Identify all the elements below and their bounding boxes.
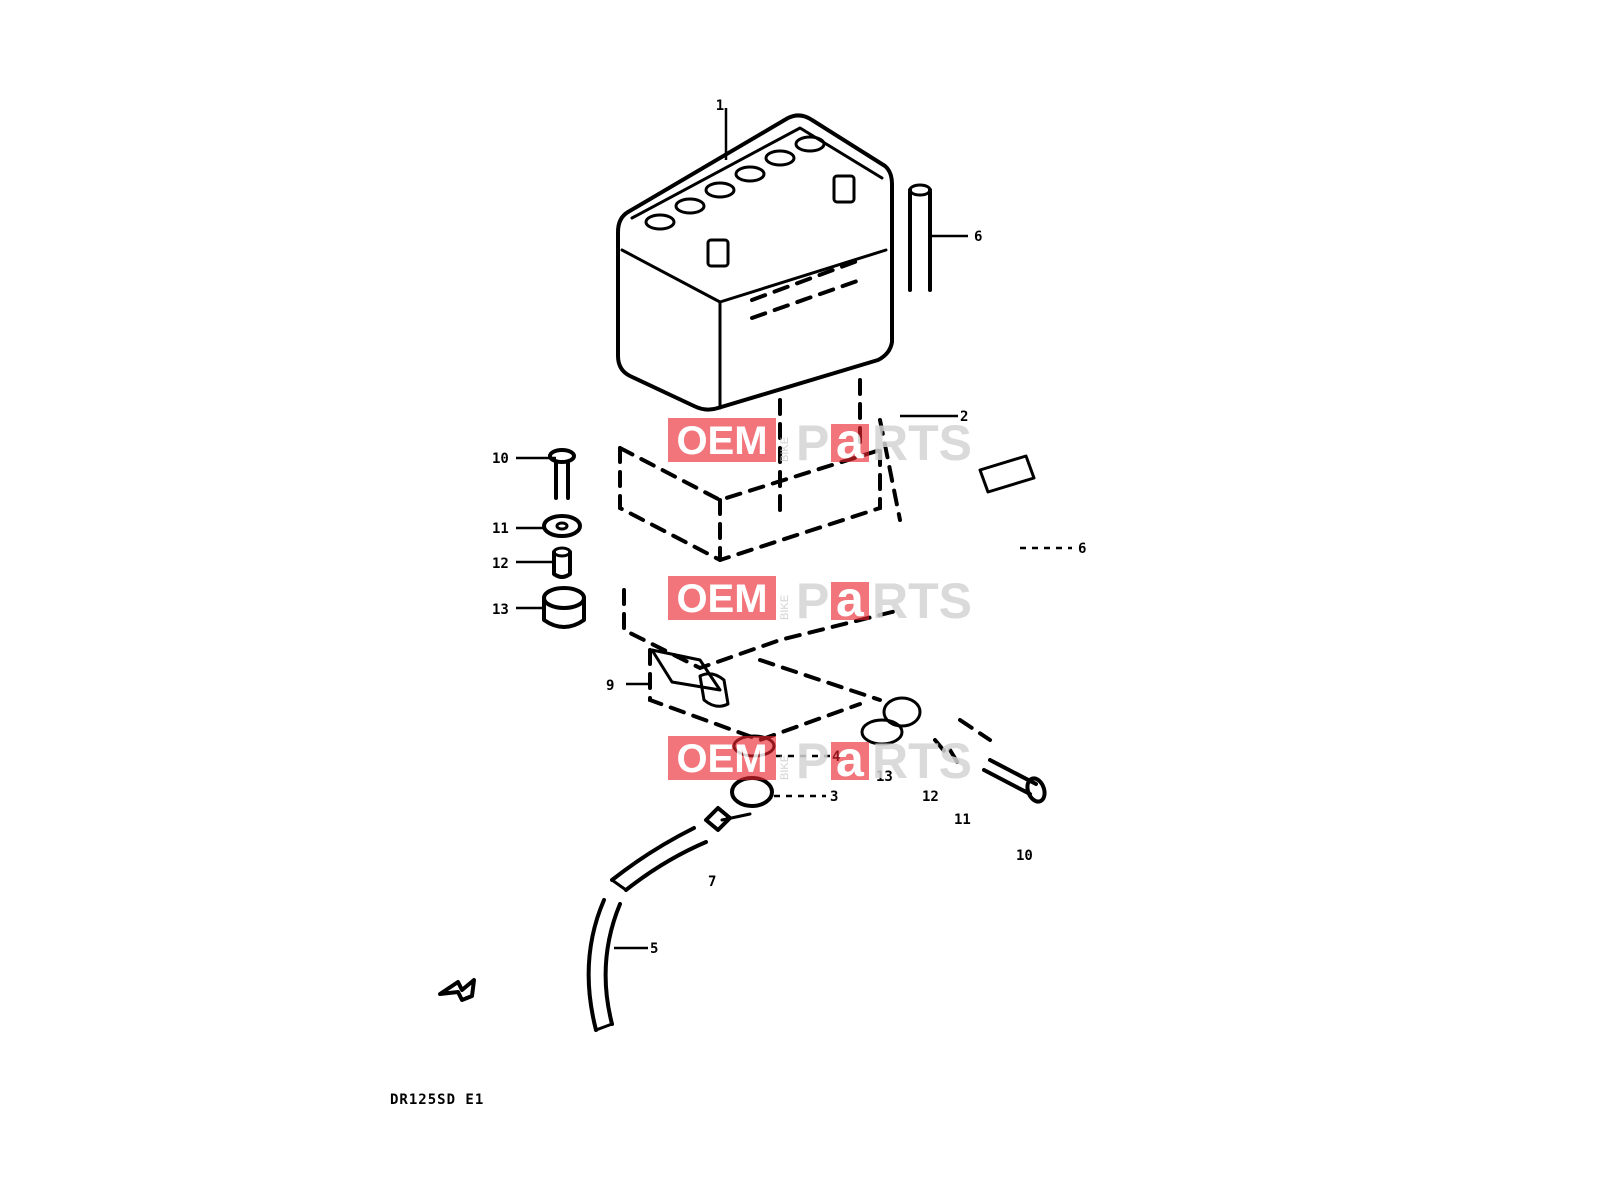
model-code: DR125SD E1 bbox=[390, 1092, 484, 1108]
callout-battery: 1 bbox=[716, 98, 724, 114]
watermark-bike: BIKE bbox=[779, 437, 791, 462]
watermark-oem: OEM bbox=[676, 737, 767, 781]
bracket bbox=[622, 588, 992, 743]
watermark-row: OEM BIKE P a RTS bbox=[668, 413, 972, 471]
watermark-parts-p: P bbox=[796, 733, 829, 789]
case-clip bbox=[978, 454, 1036, 494]
watermark-parts-p: P bbox=[796, 415, 829, 471]
callout-grommet: 3 bbox=[830, 789, 838, 805]
callout-bracket: 9 bbox=[606, 678, 614, 694]
callout-washer-right: 11 bbox=[954, 812, 971, 828]
callout-battery-case: 2 bbox=[960, 409, 968, 425]
battery bbox=[616, 113, 894, 412]
callout-cushion-right: 13 bbox=[876, 769, 893, 785]
watermark-parts-a: a bbox=[836, 413, 865, 469]
callout-bolt-right: 10 bbox=[1016, 848, 1033, 864]
callout-bolt-left: 10 bbox=[492, 451, 509, 467]
breather-hose bbox=[586, 826, 708, 1032]
watermark-parts-a: a bbox=[836, 571, 865, 627]
front-arrow-icon bbox=[438, 978, 476, 1002]
watermark-oem: OEM bbox=[676, 419, 767, 463]
callout-hose-joint: 7 bbox=[708, 874, 716, 890]
watermark-oem: OEM bbox=[676, 577, 767, 621]
callout-vent-pipe-top: 6 bbox=[974, 229, 982, 245]
watermark-parts-a: a bbox=[836, 731, 865, 787]
callout-breather-hose: 5 bbox=[650, 941, 658, 957]
watermark-bike: BIKE bbox=[779, 755, 791, 780]
leader-lines bbox=[516, 108, 1072, 950]
bolt-right bbox=[982, 758, 1047, 804]
callout-washer-left: 11 bbox=[492, 521, 509, 537]
vent-pipe-top bbox=[908, 183, 932, 292]
watermark-bike: BIKE bbox=[779, 595, 791, 620]
watermark-row: OEM BIKE P a RTS bbox=[668, 571, 972, 629]
watermark-parts-p: P bbox=[796, 573, 829, 629]
washer-left bbox=[542, 514, 582, 538]
grommet-3 bbox=[730, 776, 774, 808]
cushion-left bbox=[542, 586, 586, 629]
callout-vent-pipe-side: 6 bbox=[1078, 541, 1086, 557]
battery-cell-caps bbox=[644, 135, 826, 231]
watermark-row: OEM BIKE P a RTS bbox=[668, 731, 972, 789]
watermark-parts-rts: RTS bbox=[872, 573, 972, 629]
washer-right bbox=[948, 748, 964, 772]
collar-left bbox=[552, 546, 572, 579]
battery-terminal-minus bbox=[706, 238, 730, 268]
callout-cushion-left: 13 bbox=[492, 602, 509, 618]
watermark: OEM BIKE P a RTS OEM BIKE P a RTS OEM BI… bbox=[668, 413, 972, 789]
callout-collar-right: 12 bbox=[922, 789, 939, 805]
cushion-right bbox=[860, 718, 904, 746]
callout-collar-left: 12 bbox=[492, 556, 509, 572]
watermark-parts-rts: RTS bbox=[872, 415, 972, 471]
collar-right bbox=[933, 738, 947, 754]
hose-joint bbox=[704, 806, 752, 832]
watermark-parts-rts: RTS bbox=[872, 733, 972, 789]
battery-case bbox=[618, 378, 902, 563]
bolt-left bbox=[548, 448, 576, 500]
battery-terminal-plus bbox=[832, 174, 856, 204]
